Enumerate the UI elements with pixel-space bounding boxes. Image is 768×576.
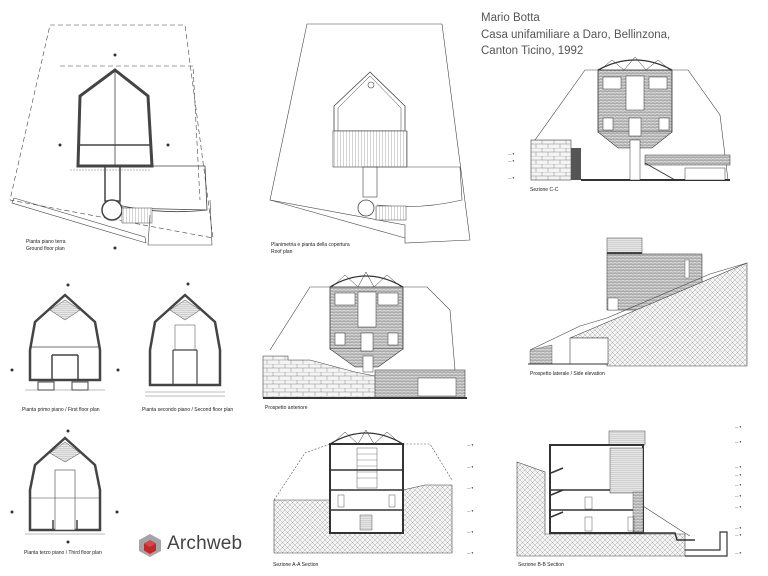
roof-plan: Planimetria e pianta della copertura Roo… [250,0,490,260]
level-marker: — ▾ [467,551,474,555]
ground-floor-caption-en: Ground floor plan [26,246,65,252]
third-floor-drawing [10,429,119,544]
second-floor-drawing [145,282,225,397]
section-b-b: — ▾ — ▾ — ▾ — ▾ — ▾ — ▾ — ▾ — ▾ — ▾ — ▾ … [505,410,768,576]
level-marker: — ▾ [735,505,742,509]
first-floor-plan: Pianta primo piano / First floor plan [0,270,125,420]
level-marker: — ▾ [735,440,742,444]
section-b-b-caption: Sezione B-B Section [518,562,564,568]
level-marker: — ▾ [467,509,474,513]
project-location-year: Canton Ticino, 1992 [481,45,584,57]
first-floor-caption: Pianta primo piano / First floor plan [22,407,100,413]
ground-floor-caption-it: Pianta piano terra [26,239,66,245]
level-marker: — ▾ [735,551,742,555]
ground-floor-plan: Pianta piano terra Ground floor plan [0,0,250,260]
level-marker: — ▾ [735,526,742,530]
level-marker: — ▾ [735,533,742,537]
second-floor-plan: Pianta secondo piano / Second floor plan [125,270,250,420]
architect-name: Mario Botta [481,12,540,24]
section-c-c: — ▾ — ▾ — ▾ Sezione C-C [500,56,768,260]
side-elevation-drawing [528,237,748,367]
level-marker: — ▾ [467,486,474,490]
level-marker: — ▾ [467,443,474,447]
level-marker: — ▾ [508,152,515,156]
second-floor-caption: Pianta secondo piano / Second floor plan [142,407,234,413]
section-c-c-drawing [530,56,731,181]
level-marker: — ▾ [508,176,515,180]
archweb-logo: Archweb [135,530,255,560]
level-marker: — ▾ [467,530,474,534]
section-b-b-drawing [516,430,728,557]
front-elevation-caption: Prospetto anteriore [265,405,308,411]
roof-plan-caption-it: Planimetria e pianta della copertura [271,242,350,248]
section-a-a-drawing [273,429,453,554]
front-elevation-drawing [262,271,467,399]
front-elevation: Prospetto anteriore [255,260,505,420]
level-marker: — ▾ [735,465,742,469]
project-name: Casa unifamiliare a Daro, Bellinzona, [481,28,671,41]
level-marker: — ▾ [735,483,742,487]
section-c-c-caption: Sezione C-C [530,187,559,193]
ground-floor-drawing [9,24,214,250]
archweb-wordmark: Archweb [167,533,243,554]
section-a-a: — ▾ — ▾ — ▾ — ▾ — ▾ — ▾ Sezione A-A Sect… [260,420,505,576]
level-marker: — ▾ [735,494,742,498]
side-elevation: Prospetto laterale / Side elevation [510,230,768,390]
level-marker: — ▾ [735,425,742,429]
level-marker: — ▾ [735,473,742,477]
first-floor-drawing [10,283,120,391]
level-marker: — ▾ [508,159,515,163]
roof-plan-caption-en: Roof plan [271,249,293,255]
level-marker: — ▾ [467,465,474,469]
side-elevation-caption: Prospetto laterale / Side elevation [530,371,605,377]
section-a-a-caption: Sezione A-A Section [273,562,319,568]
roof-plan-drawing [269,23,471,244]
third-floor-plan: Pianta terzo piano / Third floor plan [0,420,130,570]
third-floor-caption: Pianta terzo piano / Third floor plan [24,550,102,556]
project-title-block: Mario Botta Casa unifamiliare a Daro, Be… [481,10,670,60]
archweb-cube-icon [139,534,161,557]
